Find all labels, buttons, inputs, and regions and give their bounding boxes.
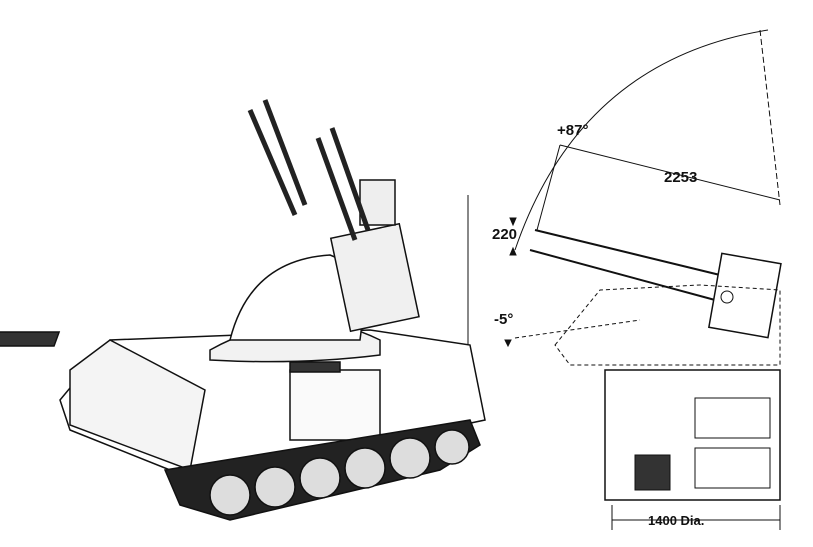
label-turret-diameter: 1400 Dia. — [648, 513, 705, 528]
label-barrel-spacing: 220 — [492, 226, 518, 243]
schematic-barrels — [529, 229, 721, 301]
label-barrel-length: 2253 — [664, 169, 698, 186]
trunnion — [720, 290, 734, 304]
gun-cradle — [707, 252, 782, 339]
dimension-line-87 — [536, 144, 561, 231]
turret-schematic — [504, 29, 782, 530]
ammo-box-lower — [694, 447, 771, 489]
vehicle-illustration — [0, 99, 486, 521]
turret-housing — [554, 284, 781, 366]
engine-grille — [289, 361, 341, 373]
dimension-line-2253 — [559, 144, 781, 201]
label-min-elevation: -5° — [494, 311, 514, 328]
gun-mount-right — [329, 222, 420, 333]
hull-side-panel — [289, 369, 381, 441]
elevation-arc — [514, 29, 769, 251]
depression-line — [514, 319, 641, 339]
road-wheels — [209, 429, 470, 516]
ammo-box-upper — [694, 397, 771, 439]
label-max-elevation: +87° — [557, 122, 589, 139]
turret-ring — [604, 369, 781, 501]
hull-front-plate — [69, 339, 206, 472]
gun-barrels — [247, 99, 371, 241]
ammo-feed — [634, 454, 671, 491]
engine-grille — [0, 331, 61, 347]
